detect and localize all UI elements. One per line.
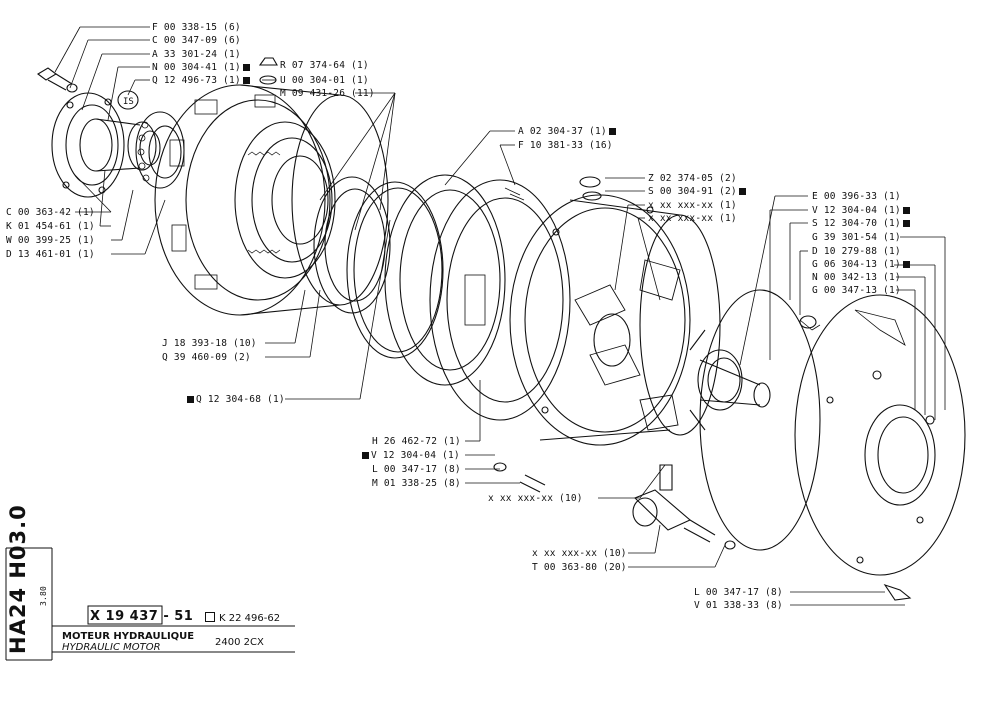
part-label: x xx xxx-xx (10)	[532, 548, 627, 559]
small-parts	[258, 57, 912, 601]
part-label: T 00 363-80 (20)	[532, 562, 627, 573]
part-label: V 12 304-04 (1)	[362, 450, 460, 461]
part-label: V 01 338-33 (8)	[694, 600, 783, 611]
alt-reference: K 22 496-62	[205, 612, 280, 624]
title-french: MOTEUR HYDRAULIQUE	[62, 631, 195, 642]
output-shaft	[689, 329, 771, 431]
title-english: HYDRAULIC MOTOR	[62, 642, 161, 653]
end-cover	[51, 92, 161, 198]
square-marker-icon	[242, 64, 250, 71]
part-label: U 00 304-01 (1)	[280, 75, 369, 86]
part-label: x xx xxx-xx (1)	[648, 213, 737, 224]
rotor-housing	[384, 174, 571, 421]
part-label: G 00 347-13 (1)	[812, 285, 901, 296]
model-code: 2400 2CX	[215, 637, 264, 648]
part-label: F 00 338-15 (6)	[152, 22, 241, 33]
part-label: x xx xxx-xx (1)	[648, 200, 737, 211]
svg-text:IS: IS	[123, 97, 134, 107]
part-label: F 10 381-33 (16)	[518, 140, 613, 151]
part-label: E 00 396-33 (1)	[812, 191, 901, 202]
rings	[313, 176, 444, 359]
leader-lines	[54, 26, 946, 606]
square-marker-icon	[608, 128, 616, 135]
square-marker-icon	[362, 452, 369, 459]
drawing-code: HA24 H03.0	[6, 504, 30, 654]
title-block	[5, 547, 295, 661]
part-label: S 00 304-91 (2)	[648, 186, 746, 197]
square-marker-icon	[738, 188, 746, 195]
part-label: V 12 304-04 (1)	[812, 205, 910, 216]
gasket	[699, 289, 821, 551]
part-label: G 39 301-54 (1)	[812, 232, 901, 243]
part-label: C 00 347-09 (6)	[152, 35, 241, 46]
end-bolt: IS	[37, 67, 139, 110]
part-label: J 18 393-18 (10)	[162, 338, 257, 349]
part-label: N 00 304-41 (1)	[152, 62, 250, 73]
part-label: A 02 304-37 (1)	[518, 126, 616, 137]
part-label: D 10 279-88 (1)	[812, 246, 901, 257]
part-label: R 07 374-64 (1)	[280, 60, 369, 71]
square-marker-icon	[902, 207, 910, 214]
square-marker-icon	[902, 261, 910, 268]
part-label: Q 39 460-09 (2)	[162, 352, 251, 363]
part-label: G 06 304-13 (1)	[812, 259, 910, 270]
main-housing	[154, 84, 389, 316]
part-label: W 00 399-25 (1)	[6, 235, 95, 246]
part-label: M 01 338-25 (8)	[372, 478, 461, 489]
part-label: Q 12 496-73 (1)	[152, 75, 250, 86]
part-label: N 00 342-13 (1)	[812, 272, 901, 283]
part-label: H 26 462-72 (1)	[372, 436, 461, 447]
part-label: L 00 347-17 (8)	[372, 464, 461, 475]
part-label: Z 02 374-05 (2)	[648, 173, 737, 184]
part-label: C 00 363-42 (1)	[6, 207, 95, 218]
part-label: L 00 347-17 (8)	[694, 587, 783, 598]
reference-number: X 19 437 - 51	[90, 609, 194, 624]
part-label: M 09 431-26 (11)	[280, 88, 375, 99]
part-label: A 33 301-24 (1)	[152, 49, 241, 60]
cam-ring	[504, 176, 721, 446]
part-label: K 01 454-61 (1)	[6, 221, 95, 232]
part-label: S 12 304-70 (1)	[812, 218, 910, 229]
part-label: Q 12 304-68 (1)	[187, 394, 285, 405]
part-label: x xx xxx-xx (10)	[488, 493, 583, 504]
part-label: D 13 461-01 (1)	[6, 249, 95, 260]
end-flange	[794, 294, 966, 576]
square-marker-icon	[187, 396, 194, 403]
drawing-date: 3.80	[39, 585, 48, 606]
square-marker-icon	[902, 220, 910, 227]
square-marker-icon	[242, 77, 250, 84]
checkbox-icon	[205, 612, 215, 622]
